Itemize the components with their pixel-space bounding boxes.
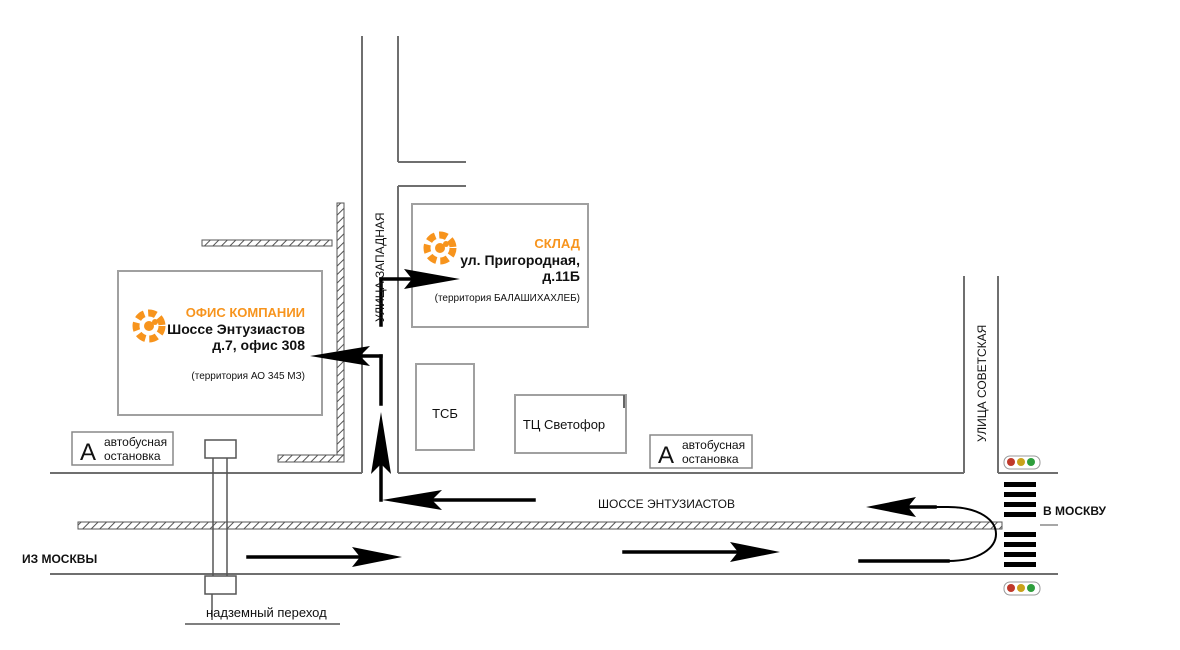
warehouse-label: СКЛАД ул. Пригородная, д.11Б (территория… (423, 231, 581, 304)
arrow-right-icon (246, 547, 402, 567)
bus-stop-letter: А (80, 439, 96, 466)
hatched-walls (201, 202, 345, 463)
office-building[interactable] (117, 270, 323, 416)
svetofor-building: ТЦ Светофор (514, 394, 627, 454)
street-sovetskaya-label: УЛИЦА СОВЕТСКАЯ (975, 325, 989, 442)
arrow-to-warehouse-icon (379, 269, 460, 327)
svetofor-label: ТЦ Светофор (523, 417, 605, 432)
overpass-label: надземный переход (206, 605, 327, 620)
roads (50, 36, 1058, 575)
warehouse-line2: д.11Б (542, 268, 580, 284)
warehouse-title: СКЛАД (534, 236, 580, 251)
arrow-to-office-icon (310, 346, 383, 406)
office-label: ОФИС КОМПАНИИ Шоссе Энтузиастов д.7, офи… (132, 305, 305, 382)
office-note: (территория АО 345 МЗ) (191, 371, 305, 382)
tsb-label: ТСБ (432, 406, 458, 421)
crosswalk (1003, 481, 1037, 569)
office-title: ОФИС КОМПАНИИ (186, 305, 305, 320)
bus-stop: А автобусная остановка (649, 434, 753, 469)
street-west-label: УЛИЦА ЗАПАДНАЯ (373, 212, 387, 322)
bus-stop-line2: остановка (682, 452, 739, 466)
warehouse-building[interactable] (411, 203, 589, 328)
warehouse-note: (территория БАЛАШИХАХЛЕБ) (435, 293, 580, 304)
tsb-building: ТСБ (415, 363, 475, 451)
office-line1: Шоссе Энтузиастов (167, 321, 305, 337)
from-moscow-label: ИЗ МОСКВЫ (22, 552, 97, 566)
gear-icon (132, 309, 166, 343)
highway-label: ШОССЕ ЭНТУЗИАСТОВ (598, 497, 735, 511)
bus-stop-line1: автобусная (104, 435, 167, 449)
to-moscow-label: В МОСКВУ (1043, 504, 1107, 518)
traffic-light (1003, 581, 1041, 596)
traffic-light (1003, 455, 1041, 470)
arrow-up-icon (371, 412, 391, 502)
bus-stop: А автобусная остановка (71, 431, 174, 466)
u-turn-arrow-icon (858, 497, 997, 563)
arrow-left-icon (382, 490, 536, 510)
route-arrows (246, 269, 997, 567)
bus-stop-line1: автобусная (682, 438, 745, 452)
bus-stop-letter: А (658, 442, 674, 469)
bus-stop-line2: остановка (104, 449, 161, 463)
office-line2: д.7, офис 308 (212, 337, 305, 353)
gear-icon (423, 231, 457, 265)
arrow-right-icon (622, 542, 780, 562)
overpass: надземный переход (185, 439, 340, 625)
warehouse-line1: ул. Пригородная, (460, 252, 580, 268)
